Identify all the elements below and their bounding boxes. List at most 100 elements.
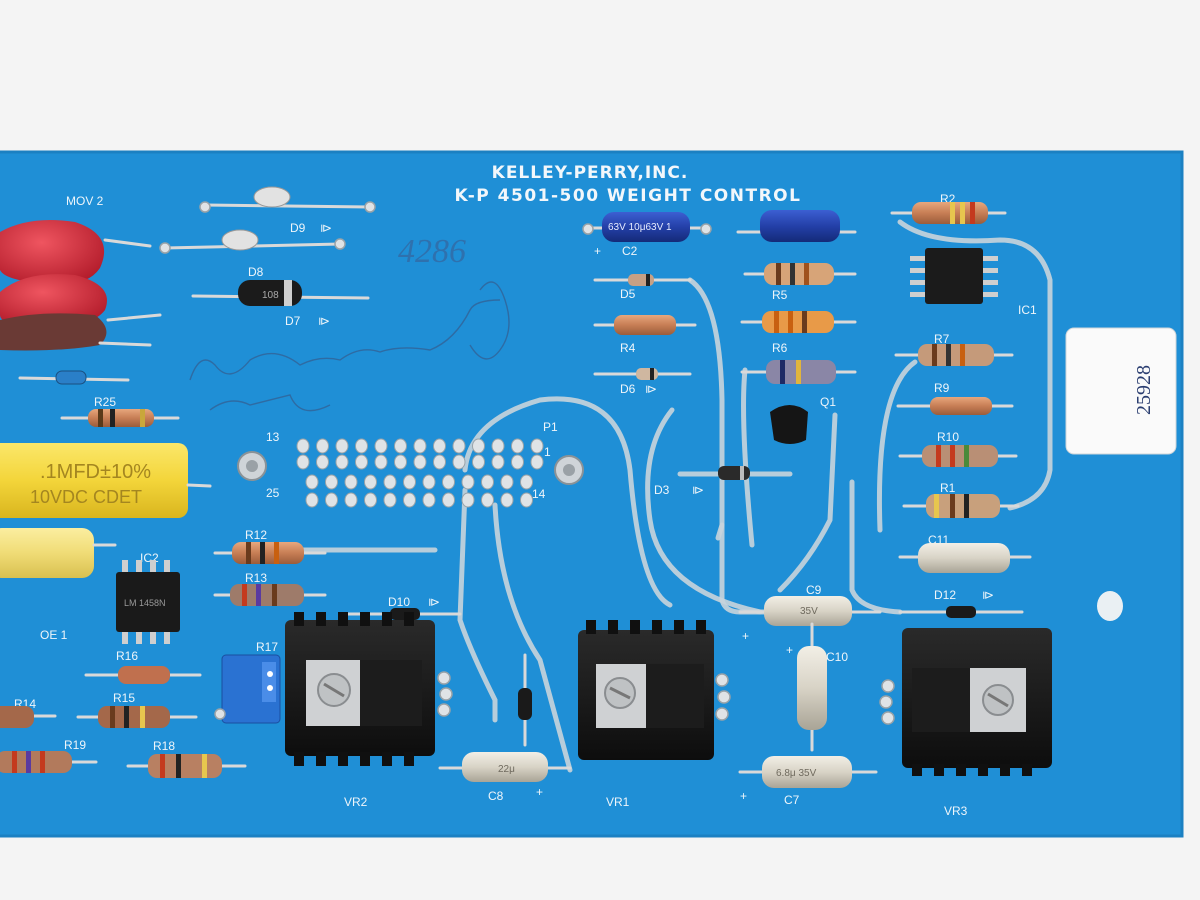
label-r18: R18 [153,739,175,753]
transistor-q1 [770,405,808,444]
connector-pin-pad [403,492,416,508]
label-r12: R12 [245,528,267,542]
resistor-r15 [76,706,198,728]
label-q1: Q1 [820,395,836,409]
label-r16: R16 [116,649,138,663]
resistor-r6-orange [740,311,857,333]
label-vr2: VR2 [344,795,368,809]
connector-pin-pad [530,454,544,470]
resistor-r7 [894,344,1014,366]
connector-pin-pad [344,474,358,490]
label-d12: D12 [934,588,956,602]
capacitor-c2 [582,212,712,242]
connector-pin-pad [520,474,533,490]
label-r13: R13 [245,571,267,585]
capacitor-blue-right [736,210,857,242]
ic1-chip [910,248,998,304]
product-title: K-P 4501-500 WEIGHT CONTROL [455,186,802,206]
svg-text:+: + [742,629,749,643]
label-mov2: MOV 2 [66,194,104,208]
label-ic1: IC1 [1018,303,1037,317]
label-d9: D9 [290,221,306,235]
connector-pin-pad [433,438,446,454]
connector-pin-pad [335,454,349,470]
connector-pin-pad [335,438,349,454]
svg-text:⧐: ⧐ [692,483,704,497]
svg-text:108: 108 [262,290,279,301]
ic2-marking: LM 1458N [124,598,166,608]
regulator-vr3-heatsink [879,628,1052,776]
diode-d3 [718,466,750,480]
connector-pin-pad [481,474,494,490]
diode-d12 [898,606,1024,618]
label-pin14: 14 [532,487,546,501]
label-c10: C10 [826,650,848,664]
connector-pin-pad [305,492,319,508]
regulator-vr1-heatsink [578,620,731,760]
resistor-r25 [60,409,180,427]
diode-d5 [593,274,692,286]
c9-marking: 35V [800,606,818,617]
capacitor-yellow-small [0,528,117,578]
diode-d8-d7: 108 [159,229,370,306]
connector-pin-pad [481,492,494,508]
manufacturer-title: KELLEY-PERRY,INC. [492,163,689,183]
label-d6: D6 [620,382,636,396]
label-c9: C9 [806,583,822,597]
connector-pin-pad [442,474,455,490]
pcb-traces [297,219,1053,773]
resistor-r10 [898,445,1018,467]
label-vr1: VR1 [606,795,630,809]
label-r7: R7 [934,332,950,346]
resistor-r12 [213,542,327,564]
svg-text:⧐: ⧐ [982,588,994,602]
connector-pin-pad [472,438,485,454]
label-vr3: VR3 [944,804,968,818]
connector-pin-pad [491,454,505,470]
label-d7: D7 [285,314,301,328]
handwritten-number: 4286 [398,233,466,270]
ic2-chip [116,560,180,644]
trimmer-r17 [214,654,281,724]
capacitor-c11 [898,543,1032,573]
label-r15: R15 [113,691,135,705]
mov2-varistor [0,219,162,351]
label-r19: R19 [64,738,86,752]
connector-pin-pad [374,438,388,454]
capacitor-yellow-large [0,443,212,518]
label-d5: D5 [620,287,636,301]
svg-text:+: + [740,789,747,803]
connector-pin-pad [461,492,475,508]
label-pin13: 13 [266,430,280,444]
connector-pin-pad [296,454,310,470]
connector-pin-pad [511,454,524,470]
label-pin1: 1 [544,445,551,459]
connector-pin-pad [383,474,397,490]
connector-pin-pad [383,492,397,508]
label-r10: R10 [937,430,959,444]
connector-pin-pad [394,454,407,470]
diode-d6 [593,368,692,380]
capacitor-c10 [797,622,827,752]
resistor-r2 [890,202,1007,224]
label-oe1: OE 1 [40,628,68,642]
resistor-r1 [902,494,1020,518]
diode-d11 [518,653,532,747]
resistor-r18 [126,754,247,778]
connector-pin-pad [316,454,329,470]
connector-pin-pad [452,454,466,470]
connector-pin-pad [500,492,514,508]
connector-pin-pad [461,474,475,490]
connector-pin-pad [305,474,319,490]
capacitor-c7 [738,756,878,788]
svg-text:⧐: ⧐ [320,221,332,235]
diode-d9 [199,186,376,213]
yellow-cap-marking: .1MFD±10% [40,461,151,483]
label-pin25: 25 [266,486,280,500]
c7-marking: 6.8μ 35V [776,768,817,779]
label-d3: D3 [654,483,670,497]
connector-pin-pad [364,492,377,508]
diode-left [18,370,130,385]
resistor-r14 [0,706,57,728]
